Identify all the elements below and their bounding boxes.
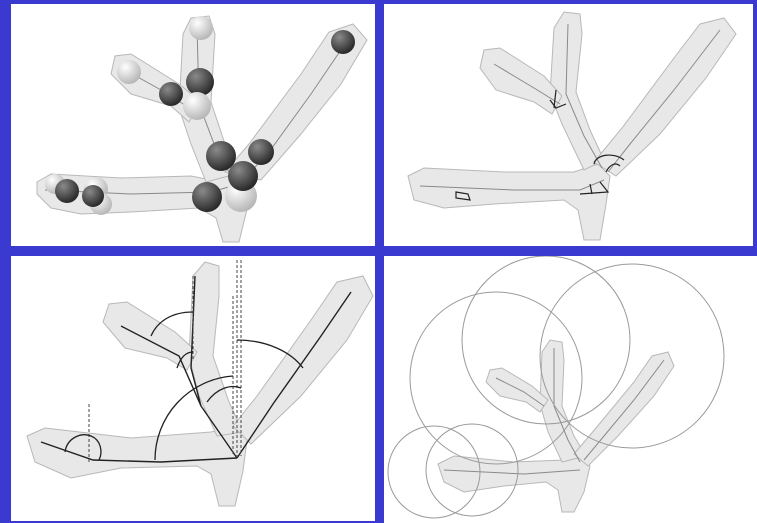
marker-sphere-dark xyxy=(186,68,214,96)
marker-sphere-light xyxy=(189,16,213,40)
marker-sphere-dark xyxy=(159,82,183,106)
dendrite-shape xyxy=(408,12,736,240)
panel-local-angles xyxy=(384,4,753,246)
global-angles-figure xyxy=(11,256,375,521)
marker-sphere-dark xyxy=(192,182,222,212)
panel-global-angles xyxy=(11,256,375,521)
dendrite-shape xyxy=(27,262,373,506)
panel-branch-markers xyxy=(11,4,375,246)
marker-sphere-dark xyxy=(331,30,355,54)
branch-vector xyxy=(237,292,351,458)
marker-sphere-light xyxy=(117,60,141,84)
branch-markers-figure xyxy=(11,4,375,246)
dendrite-shape xyxy=(438,340,674,512)
marker-sphere-dark xyxy=(82,185,104,207)
marker-sphere-light xyxy=(183,92,211,120)
curvature-circles-figure xyxy=(384,256,757,523)
marker-sphere-dark xyxy=(228,161,258,191)
local-angles-figure xyxy=(384,4,753,246)
panel-curvature-circles xyxy=(384,256,757,523)
marker-sphere-dark xyxy=(55,179,79,203)
marker-sphere-dark xyxy=(248,139,274,165)
